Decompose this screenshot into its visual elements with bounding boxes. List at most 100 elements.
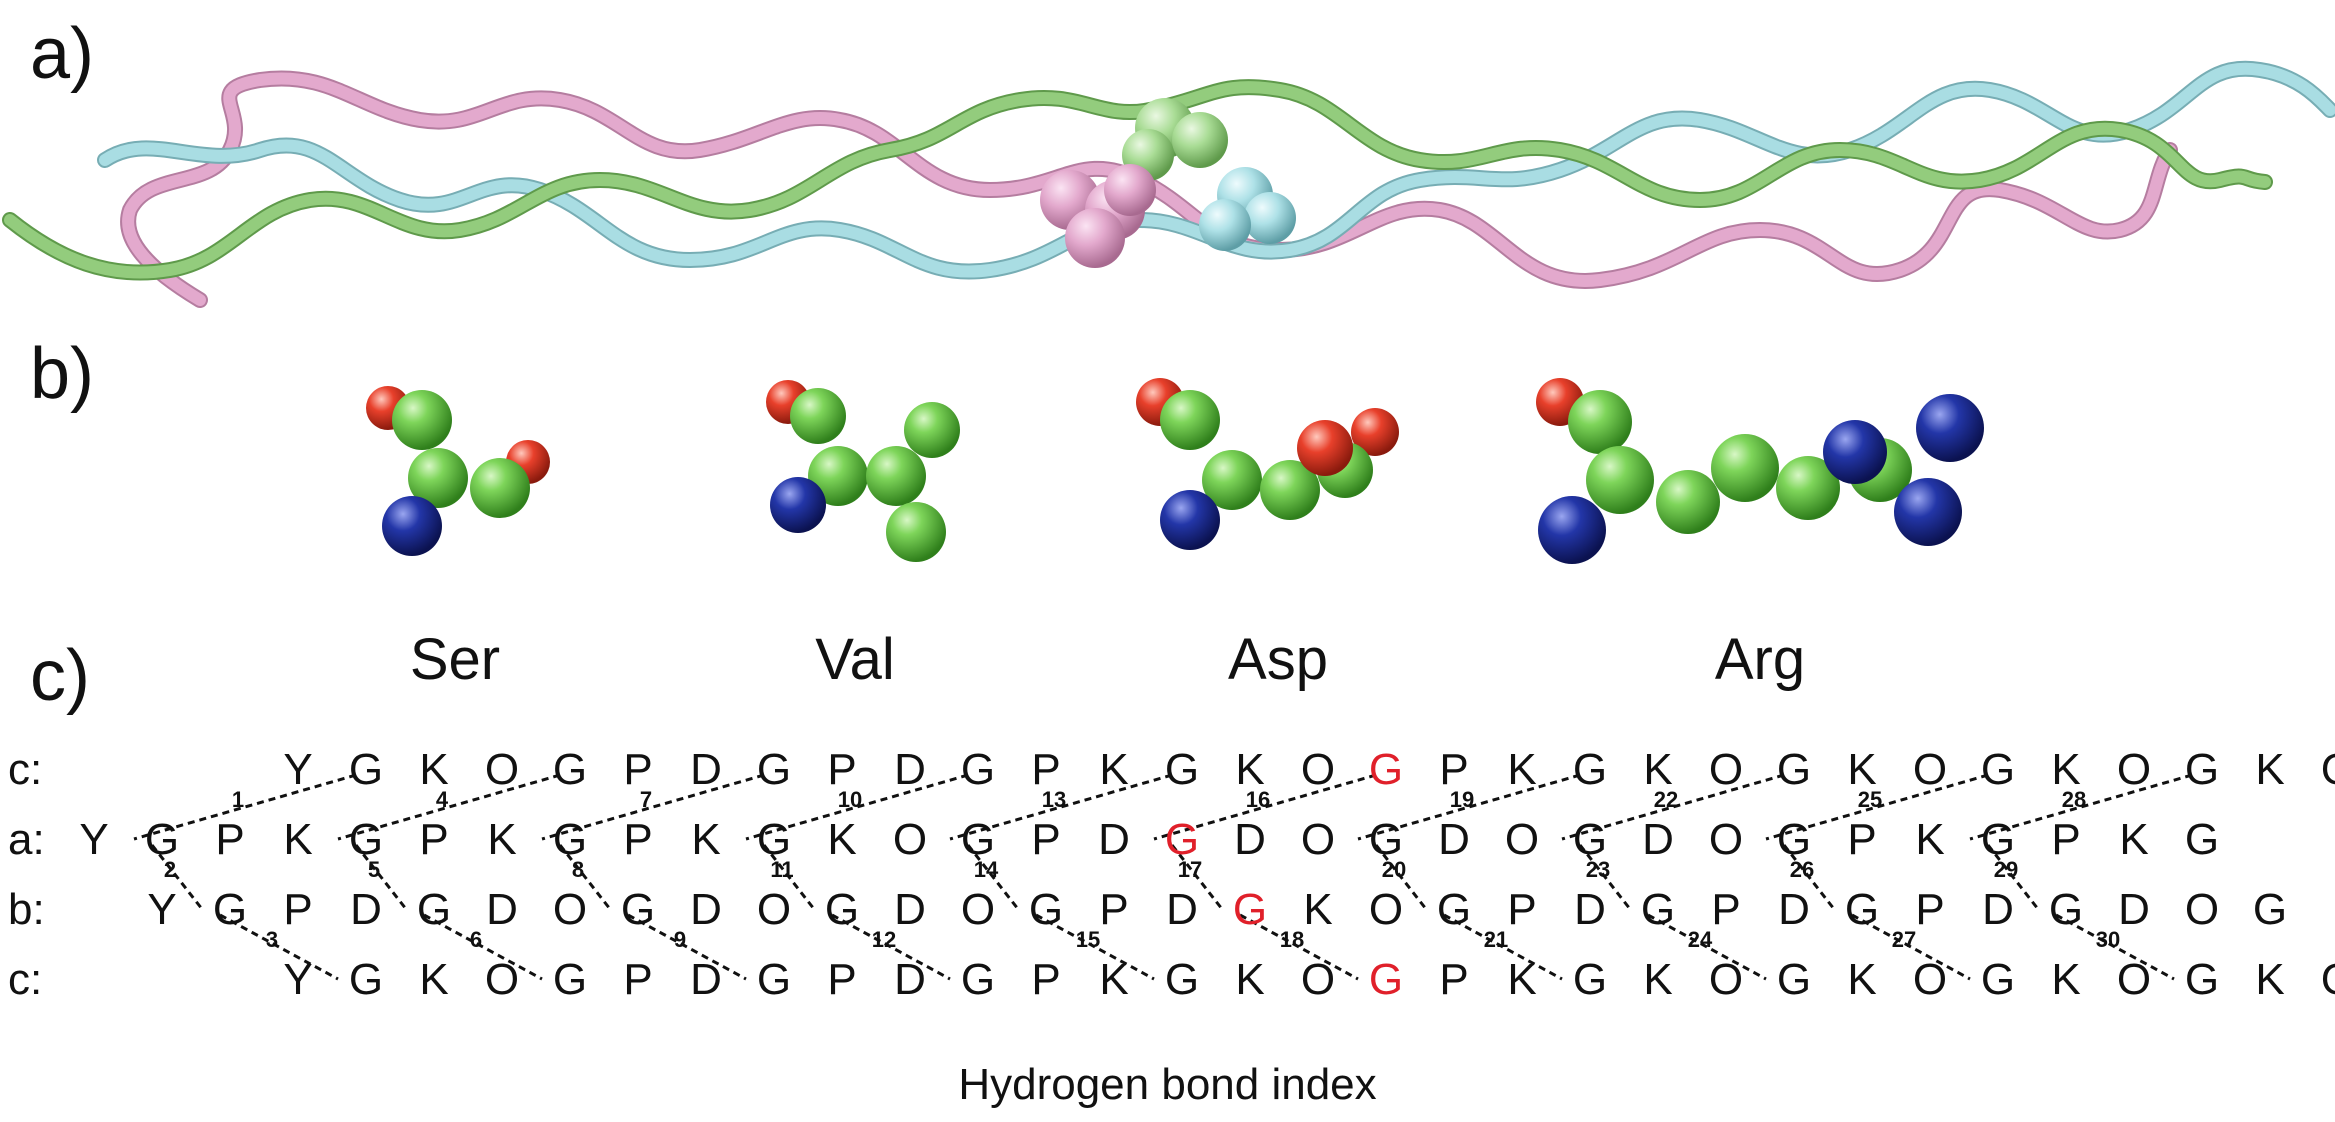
residue: P — [1439, 745, 1469, 794]
residue: K — [2255, 955, 2285, 1004]
residue: G — [348, 955, 384, 1004]
residue: G — [1572, 745, 1608, 794]
residue: O — [960, 885, 996, 934]
hbond-number: 1 — [231, 787, 245, 812]
molecule-name-ser: Ser — [409, 627, 501, 692]
residue: G — [960, 955, 996, 1004]
residue: G — [2252, 885, 2288, 934]
hbond-number: 14 — [973, 857, 999, 882]
hbond-number: 20 — [1381, 857, 1407, 882]
residue: G — [2184, 955, 2220, 1004]
residue: G — [1980, 815, 2016, 864]
hbond-dash — [949, 773, 1173, 841]
residue: D — [690, 745, 722, 794]
residue: G — [1980, 955, 2016, 1004]
residue: G — [1028, 885, 1064, 934]
residue: G — [348, 745, 384, 794]
residue: K — [1643, 955, 1673, 1004]
hbond-dash — [1035, 913, 1155, 981]
hbond-dash — [1969, 773, 2193, 841]
residue: G — [552, 815, 588, 864]
row-label: c: — [8, 955, 43, 1004]
residue: G — [1776, 815, 1812, 864]
hbond-number: 25 — [1857, 787, 1883, 812]
residue: G — [1572, 815, 1608, 864]
hbond-dash — [1578, 844, 1632, 910]
row-label: b: — [8, 885, 45, 934]
residue: G — [960, 745, 996, 794]
hbond-dash — [1647, 913, 1767, 981]
hbond-number: 2 — [163, 857, 177, 882]
residue: D — [894, 955, 926, 1004]
hbond-lines — [133, 773, 2193, 981]
residue: Y — [147, 885, 177, 934]
residue: D — [486, 885, 518, 934]
residue: K — [1235, 745, 1265, 794]
strand-pink — [122, 72, 2176, 306]
residue: O — [484, 745, 520, 794]
residue: D — [1166, 885, 1198, 934]
residue: P — [2051, 815, 2081, 864]
residue: G — [756, 955, 792, 1004]
residue: P — [283, 885, 313, 934]
residue: G — [756, 745, 792, 794]
residue: G — [2184, 815, 2220, 864]
residue: G — [416, 885, 452, 934]
residue: G — [1368, 745, 1404, 794]
residue: O — [1504, 815, 1540, 864]
residue: P — [1031, 955, 1061, 1004]
sequence-row-c-bottom: c:YGKOGPDGPDGPKGKOGPKGKOGKOGKOGKOG — [0, 955, 2335, 1015]
residue: K — [487, 815, 517, 864]
residue: K — [1099, 745, 1129, 794]
residue: K — [1507, 955, 1537, 1004]
residue: O — [552, 885, 588, 934]
residue: G — [1572, 955, 1608, 1004]
hbond-dash — [1170, 844, 1224, 910]
residue: O — [756, 885, 792, 934]
residue: K — [2051, 745, 2081, 794]
residue: G — [1640, 885, 1676, 934]
residue: G — [552, 955, 588, 1004]
molecule-name-asp: Asp — [1228, 627, 1328, 692]
strand-cyan — [99, 62, 2335, 278]
residue: P — [1031, 815, 1061, 864]
hbond-number: 19 — [1449, 787, 1475, 812]
residue: K — [2051, 955, 2081, 1004]
hbond-number: 3 — [265, 927, 279, 952]
hbond-number: 7 — [639, 787, 653, 812]
residue: O — [484, 955, 520, 1004]
molecule-name-arg: Arg — [1714, 627, 1806, 692]
residue: G — [620, 885, 656, 934]
residue: O — [1708, 815, 1744, 864]
residue: P — [419, 815, 449, 864]
residue: Y — [283, 745, 313, 794]
residue: O — [1300, 955, 1336, 1004]
residue: O — [1300, 815, 1336, 864]
residue: K — [1847, 955, 1877, 1004]
residue: G — [348, 815, 384, 864]
residue: G — [824, 885, 860, 934]
residue: O — [2116, 955, 2152, 1004]
residue: P — [623, 745, 653, 794]
residue: G — [1368, 815, 1404, 864]
residue: O — [2184, 885, 2220, 934]
residue: O — [2308, 955, 2335, 1005]
hbond-dash — [1239, 913, 1359, 981]
hbond-number: 12 — [871, 927, 897, 952]
hbond-number: 30 — [2095, 927, 2121, 952]
hbond-dash — [423, 913, 543, 981]
residue: G — [1164, 955, 1200, 1004]
hbond-number: 18 — [1279, 927, 1305, 952]
residue: P — [215, 815, 245, 864]
residue: O — [1368, 885, 1404, 934]
hbond-dash — [337, 773, 561, 841]
residue: O — [2116, 745, 2152, 794]
panel-label-c: c) — [30, 636, 90, 716]
residue: P — [1099, 885, 1129, 934]
residue: G — [2048, 885, 2084, 934]
residue: K — [2119, 815, 2149, 864]
residue: K — [283, 815, 313, 864]
residue: G — [1980, 745, 2016, 794]
